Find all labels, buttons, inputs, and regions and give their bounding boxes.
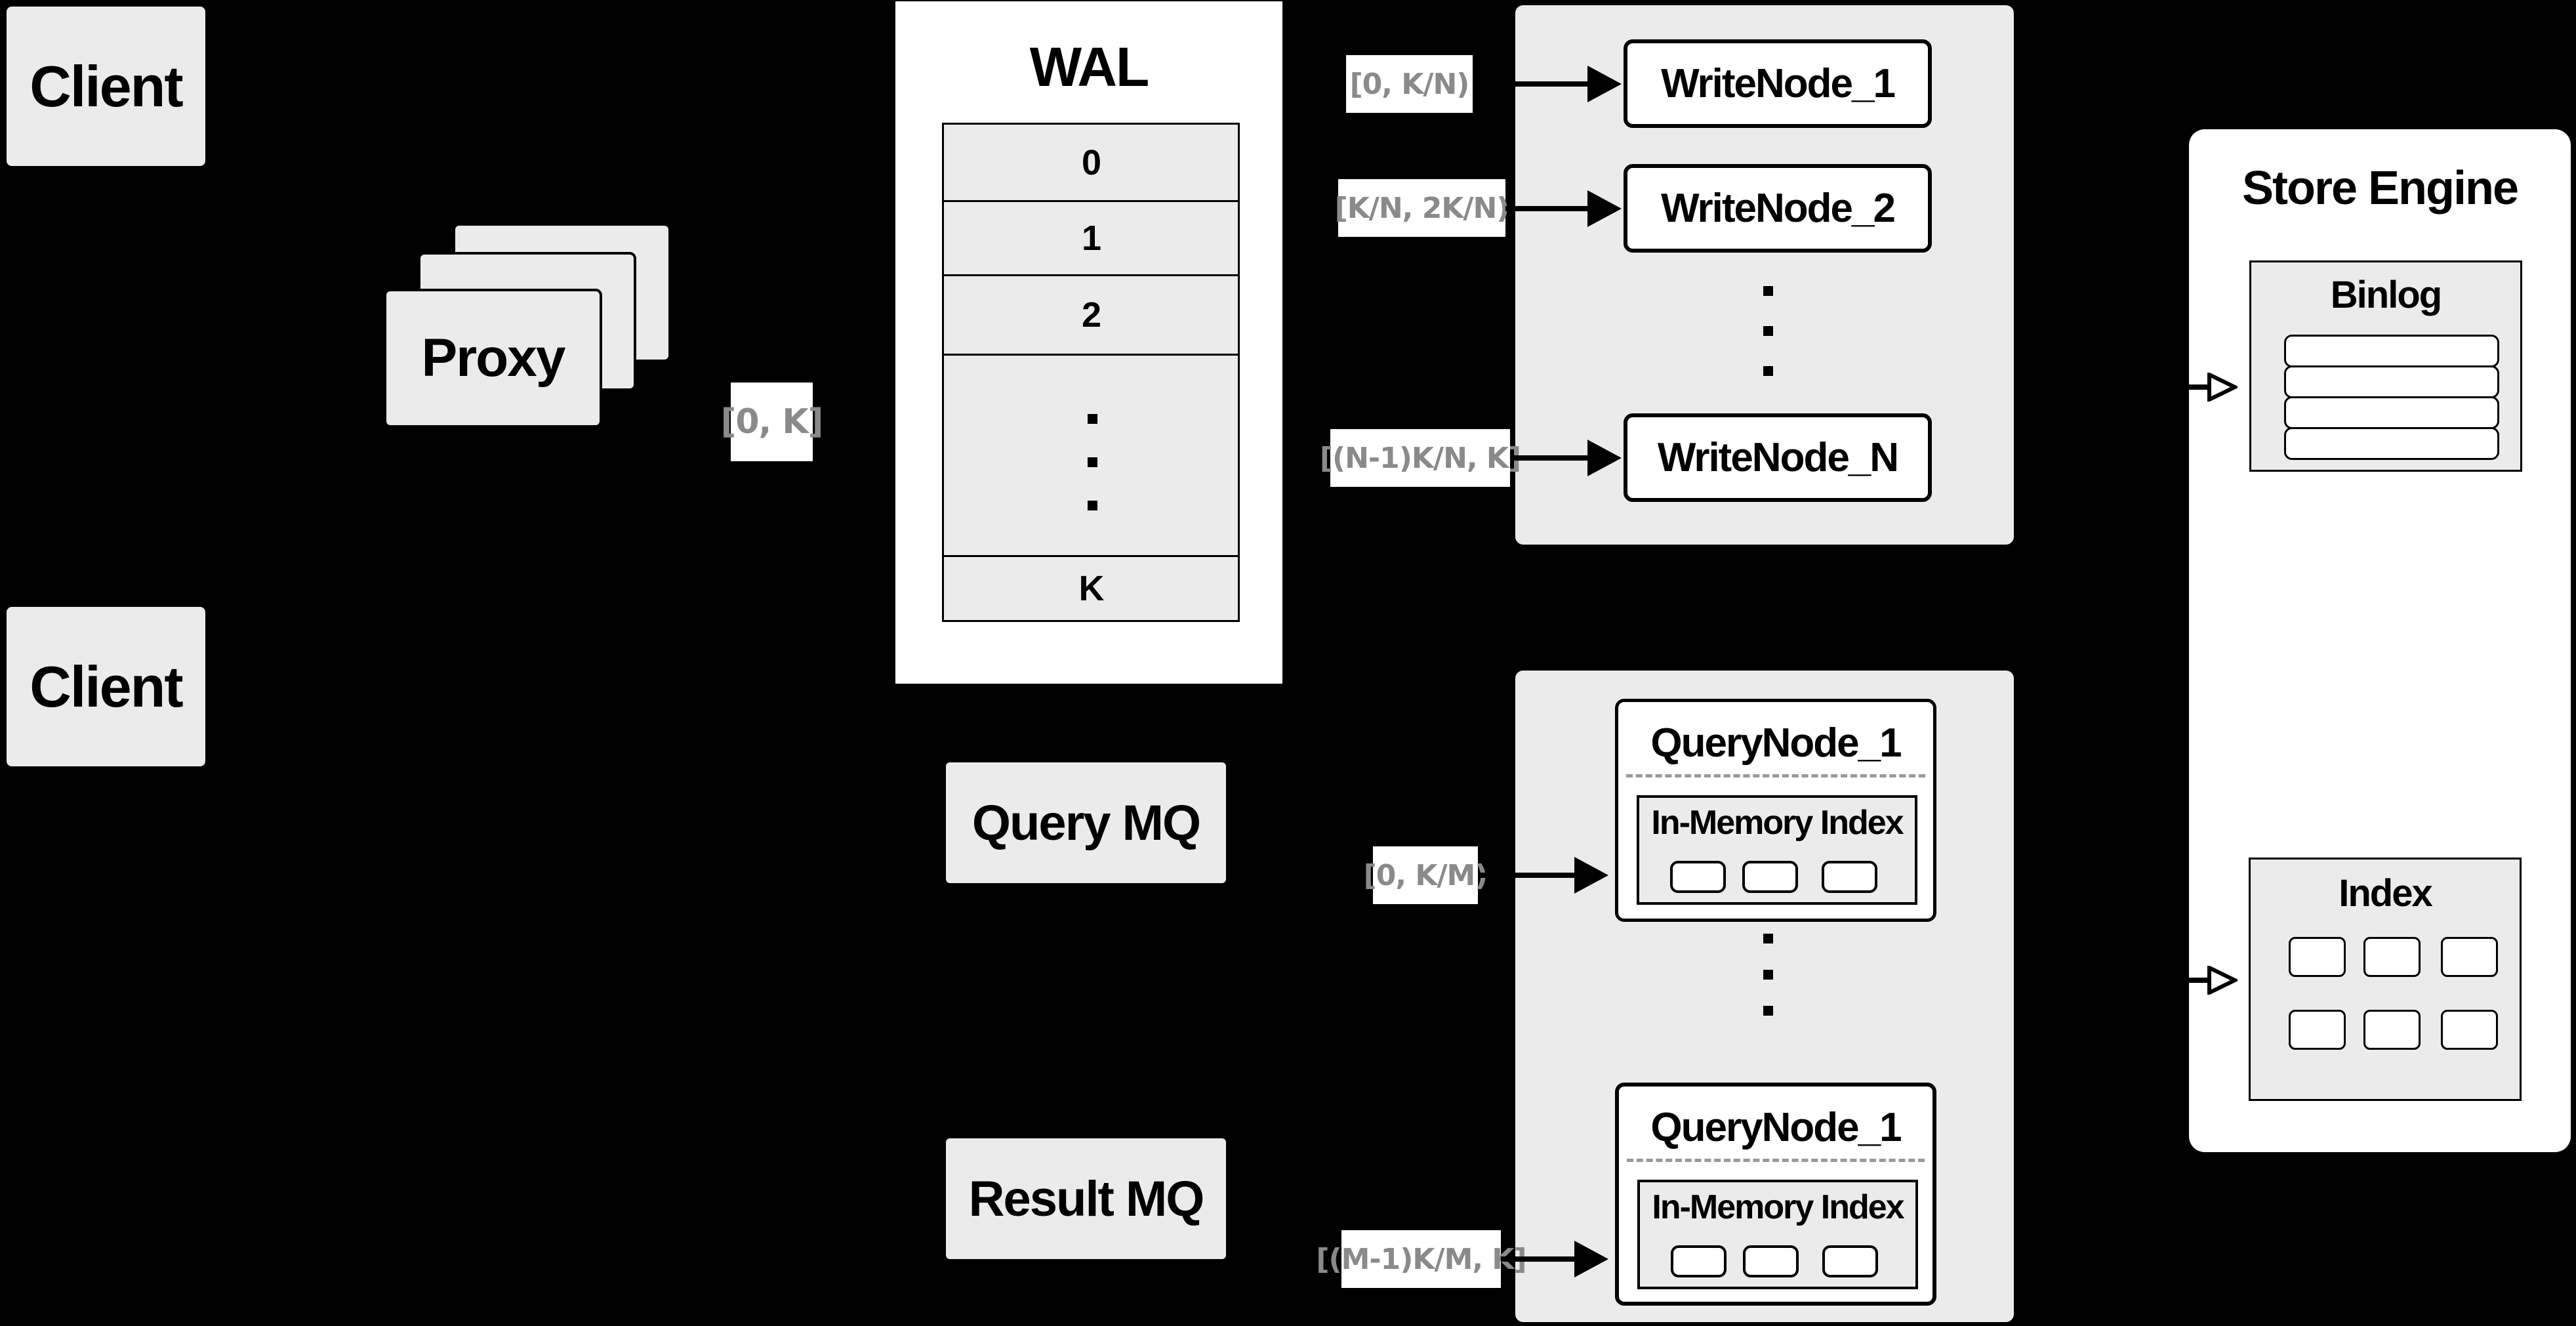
query-range-label-2-text: [(M-1)K/M, K]: [1316, 1242, 1526, 1276]
binlog-rows: [2284, 335, 2499, 460]
arrowhead-icon: [1574, 857, 1608, 894]
binlog-row: [2284, 365, 2499, 398]
memory-segment-cell: [1822, 861, 1877, 893]
client-box-bottom-label: Client: [30, 653, 183, 719]
binlog-title-text: Binlog: [2330, 273, 2442, 316]
index-cell: [2363, 1010, 2421, 1050]
index-cell: [2289, 937, 2346, 977]
wal-segment-k-label: K: [1078, 569, 1105, 608]
query-node-1-inmemory-title: In-Memory Index: [1639, 803, 1915, 842]
write-range-label-2-text: [K/N, 2K/N): [1334, 191, 1510, 225]
result-mq-label: Result MQ: [968, 1171, 1205, 1227]
arrowhead-icon: [1574, 1241, 1608, 1277]
query-range-label-1: [0, K/M): [1364, 846, 1488, 904]
write-node-2-label: WriteNode_2: [1661, 186, 1896, 231]
proxy-label: Proxy: [421, 328, 566, 388]
store-engine-title-text: Store Engine: [2241, 162, 2519, 215]
write-node-2: WriteNode_2: [1624, 164, 1932, 253]
query-range-label-2: [(M-1)K/M, K]: [1316, 1230, 1527, 1288]
wal-segment-0-label: 0: [1081, 142, 1101, 182]
query-node-1-title: QueryNode_1: [1618, 716, 1933, 769]
index-cell: [2441, 1010, 2498, 1050]
arrowhead-icon: [1587, 190, 1622, 227]
memory-segment-cell: [1822, 1245, 1878, 1277]
wal-segment-row-2: 2: [942, 274, 1240, 356]
wal-panel: WAL 0 1 2 K: [895, 1, 1282, 684]
write-node-n: WriteNode_N: [1624, 413, 1932, 502]
write-node-1-label: WriteNode_1: [1661, 61, 1896, 106]
write-range-label-2: [K/N, 2K/N): [1335, 179, 1509, 237]
range-label-proxy-to-wal-text: [0, K]: [720, 402, 824, 442]
store-engine-panel: Store Engine Binlog Index: [2189, 129, 2571, 1152]
index-cell: [2441, 937, 2498, 977]
memory-segment-cell: [1671, 1245, 1727, 1277]
result-mq-box: Result MQ: [946, 1138, 1226, 1259]
wal-title-text: WAL: [1029, 35, 1150, 98]
arrowhead-icon: [1587, 440, 1622, 476]
write-range-label-1: [0, K/N): [1346, 55, 1473, 113]
wal-ellipsis-row: [942, 354, 1240, 557]
memory-segment-cell: [1743, 1245, 1799, 1277]
binlog-row: [2284, 427, 2499, 460]
hollow-arrowhead-icon: [2207, 373, 2238, 402]
write-node-1: WriteNode_1: [1624, 39, 1932, 128]
wal-title: WAL: [895, 35, 1282, 98]
wal-segment-row-k: K: [942, 555, 1240, 622]
index-cell: [2289, 1010, 2346, 1050]
query-node-2-inmemory-panel: In-Memory Index: [1637, 1180, 1918, 1289]
client-box-top: Client: [7, 7, 205, 166]
binlog-title: Binlog: [2251, 272, 2520, 318]
query-node-2-inmemory-title-text: In-Memory Index: [1652, 1188, 1904, 1226]
range-label-proxy-to-wal: [0, K]: [721, 383, 823, 461]
memory-segment-cell: [1742, 861, 1798, 893]
write-range-label-3: [(N-1)K/N, K]: [1320, 429, 1521, 487]
query-node-2: QueryNode_1 In-Memory Index: [1615, 1083, 1936, 1306]
query-node-2-divider: [1627, 1159, 1925, 1162]
query-node-2-title: QueryNode_1: [1619, 1101, 1932, 1153]
memory-segment-cell: [1670, 861, 1726, 893]
query-node-1-title-text: QueryNode_1: [1650, 720, 1902, 766]
query-node-1: QueryNode_1 In-Memory Index: [1615, 699, 1936, 922]
wal-table: 0 1 2 K: [942, 123, 1240, 622]
query-mq-label: Query MQ: [971, 795, 1201, 851]
binlog-row: [2284, 396, 2499, 429]
proxy-stack: Proxy: [384, 223, 672, 430]
proxy-card-front: Proxy: [384, 289, 602, 428]
write-range-label-3-text: [(N-1)K/N, K]: [1319, 441, 1521, 475]
query-node-1-divider: [1626, 774, 1925, 777]
arrowhead-icon: [1587, 66, 1622, 102]
query-range-label-1-text: [0, K/M): [1363, 858, 1488, 892]
wal-segment-row-1: 1: [942, 200, 1240, 276]
query-node-1-inmemory-panel: In-Memory Index: [1637, 795, 1917, 905]
index-cell: [2363, 937, 2421, 977]
client-box-bottom: Client: [7, 607, 205, 766]
store-engine-title: Store Engine: [2189, 159, 2571, 218]
query-mq-box: Query MQ: [946, 762, 1226, 883]
index-panel: Index: [2249, 858, 2522, 1101]
client-box-top-label: Client: [30, 53, 183, 119]
binlog-row: [2284, 335, 2499, 367]
query-node-2-title-text: QueryNode_1: [1650, 1104, 1902, 1150]
wal-segment-2-label: 2: [1081, 295, 1101, 335]
wal-segment-row-0: 0: [942, 123, 1240, 202]
write-node-n-label: WriteNode_N: [1657, 435, 1899, 480]
index-title-text: Index: [2339, 871, 2432, 915]
query-node-1-inmemory-title-text: In-Memory Index: [1651, 804, 1904, 842]
binlog-panel: Binlog: [2249, 260, 2522, 472]
wal-segment-1-label: 1: [1081, 218, 1101, 258]
hollow-arrowhead-icon: [2207, 966, 2238, 995]
write-range-label-1-text: [0, K/N): [1349, 67, 1470, 101]
index-title: Index: [2251, 870, 2520, 916]
query-node-2-inmemory-title: In-Memory Index: [1640, 1188, 1915, 1227]
